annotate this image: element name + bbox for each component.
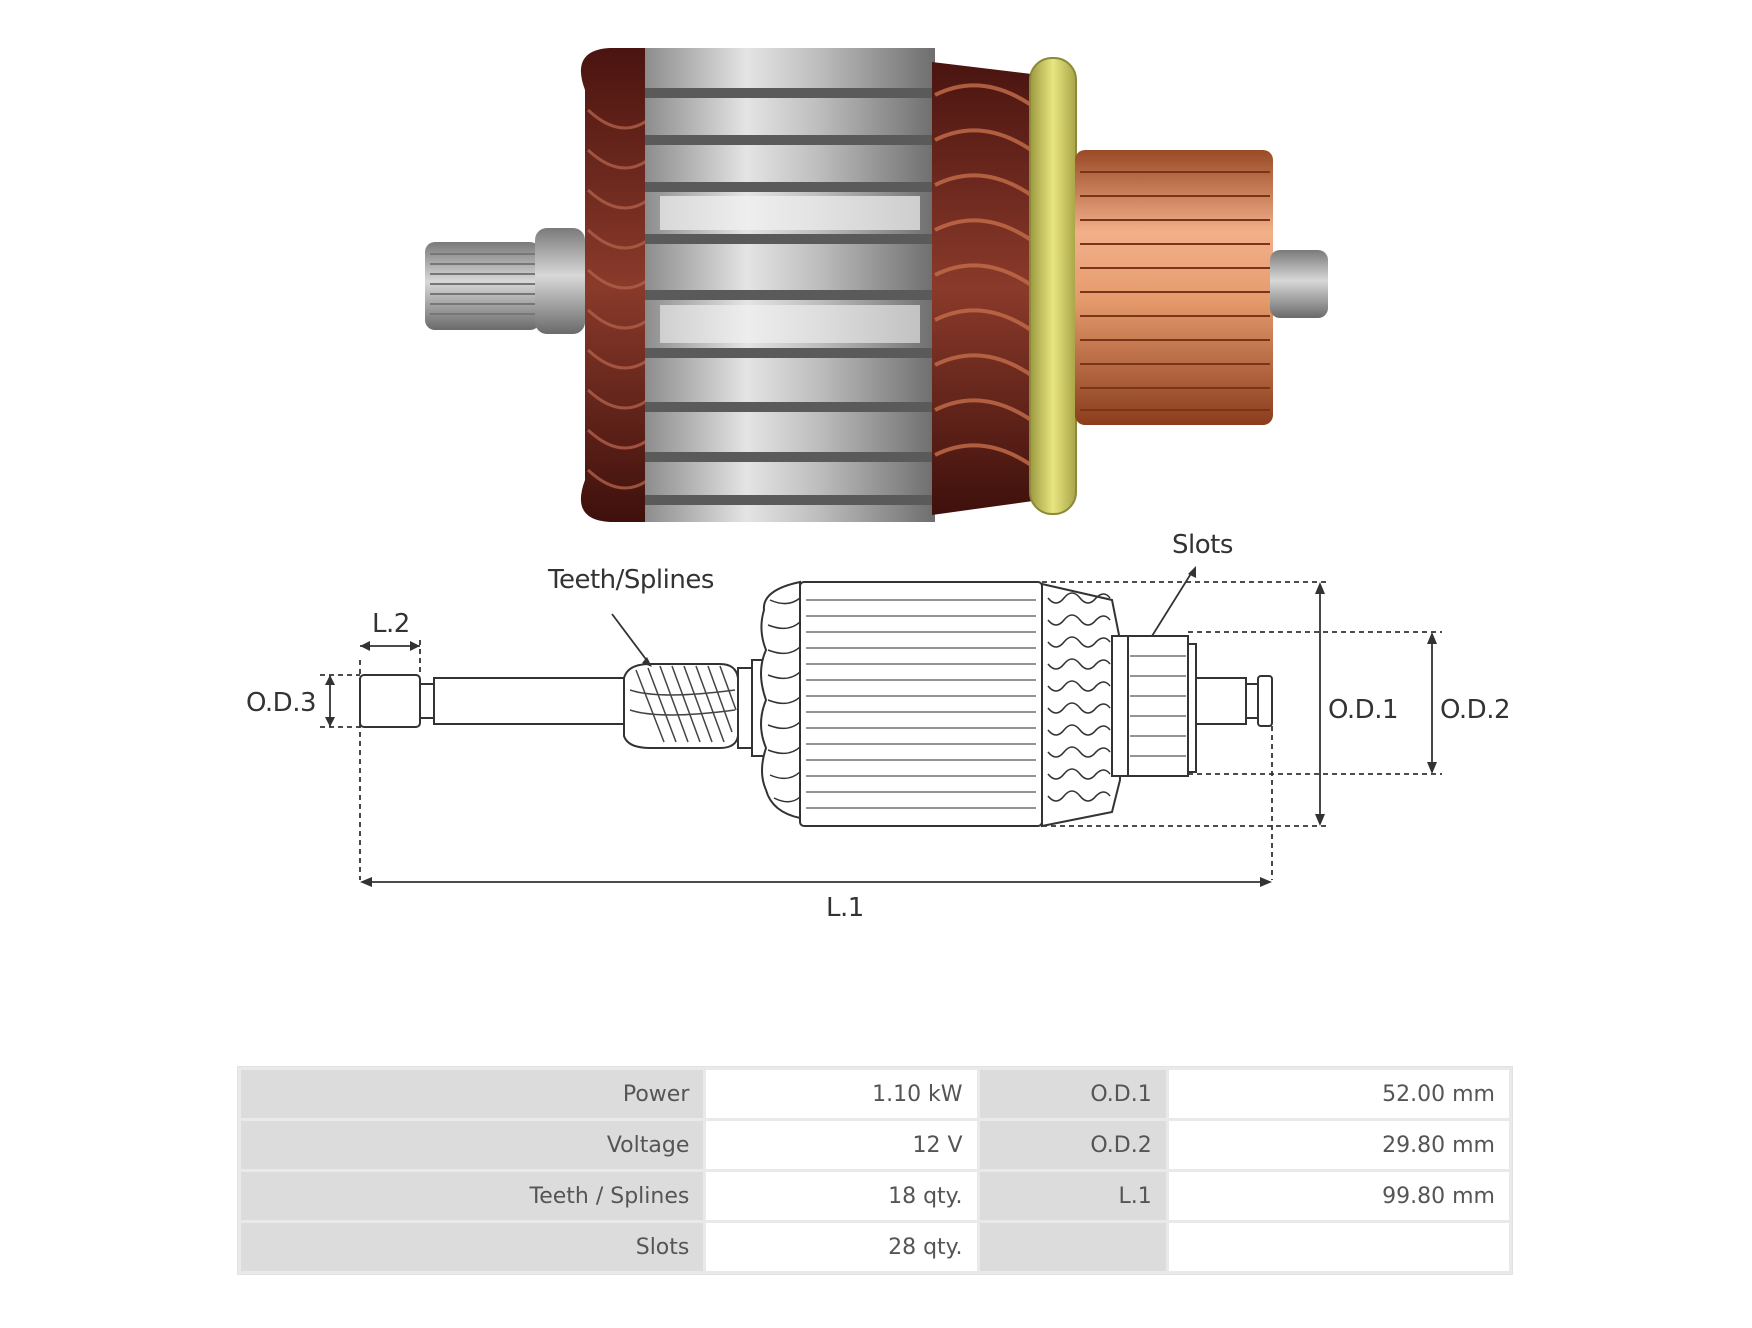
spec-label	[979, 1223, 1166, 1271]
spec-label: Voltage	[241, 1121, 704, 1169]
table-row: Teeth / Splines 18 qty. L.1 99.80 mm	[241, 1172, 1509, 1220]
photo-windings-right	[932, 62, 1040, 515]
l1-label: L.1	[826, 893, 864, 923]
spec-value: 99.80 mm	[1168, 1172, 1509, 1220]
spec-value: 18 qty.	[706, 1172, 977, 1220]
od1-label: O.D.1	[1328, 695, 1398, 725]
l2-label: L.2	[372, 609, 410, 639]
spec-label: Slots	[241, 1223, 704, 1271]
table-row: Voltage 12 V O.D.2 29.80 mm	[241, 1121, 1509, 1169]
spec-value: 52.00 mm	[1168, 1070, 1509, 1118]
spec-label: O.D.1	[979, 1070, 1166, 1118]
spec-label: Teeth / Splines	[241, 1172, 704, 1220]
photo-core-laminations	[645, 48, 935, 522]
spec-value: 12 V	[706, 1121, 977, 1169]
table-row: Slots 28 qty.	[241, 1223, 1509, 1271]
dimension-lines	[320, 571, 1442, 883]
spec-value: 29.80 mm	[1168, 1121, 1509, 1169]
spec-label: O.D.2	[979, 1121, 1166, 1169]
armature-photo	[425, 48, 1328, 522]
drawing-commutator	[1127, 635, 1197, 777]
photo-windings-left	[580, 48, 650, 522]
drawing-winding-end-left	[760, 580, 801, 820]
slots-label: Slots	[1172, 530, 1233, 560]
photo-commutator	[1075, 150, 1273, 425]
drawing-shaft	[359, 663, 739, 749]
drawing-shaft-right	[1195, 675, 1273, 727]
spec-table: Power 1.10 kW O.D.1 52.00 mm Voltage 12 …	[237, 1066, 1513, 1275]
technical-drawing: Teeth/Splines Slots L.2 O.D.3 O.D.1 O.D.…	[246, 530, 1511, 923]
drawing-winding-end-right	[1041, 582, 1129, 828]
od3-label: O.D.3	[246, 688, 316, 718]
dimension-arrowheads	[325, 566, 1437, 887]
photo-shaft-left	[425, 228, 585, 334]
drawing-splines	[629, 665, 737, 743]
photo-shaft-right	[1270, 250, 1328, 318]
spec-label: Power	[241, 1070, 704, 1118]
spec-value: 28 qty.	[706, 1223, 977, 1271]
table-row: Power 1.10 kW O.D.1 52.00 mm	[241, 1070, 1509, 1118]
spec-value: 1.10 kW	[706, 1070, 977, 1118]
drawing-core	[799, 581, 1043, 827]
teeth-splines-label: Teeth/Splines	[547, 565, 714, 595]
spec-label: L.1	[979, 1172, 1166, 1220]
photo-insulator-ring	[1029, 57, 1077, 515]
od2-label: O.D.2	[1440, 695, 1510, 725]
spec-value	[1168, 1223, 1509, 1271]
